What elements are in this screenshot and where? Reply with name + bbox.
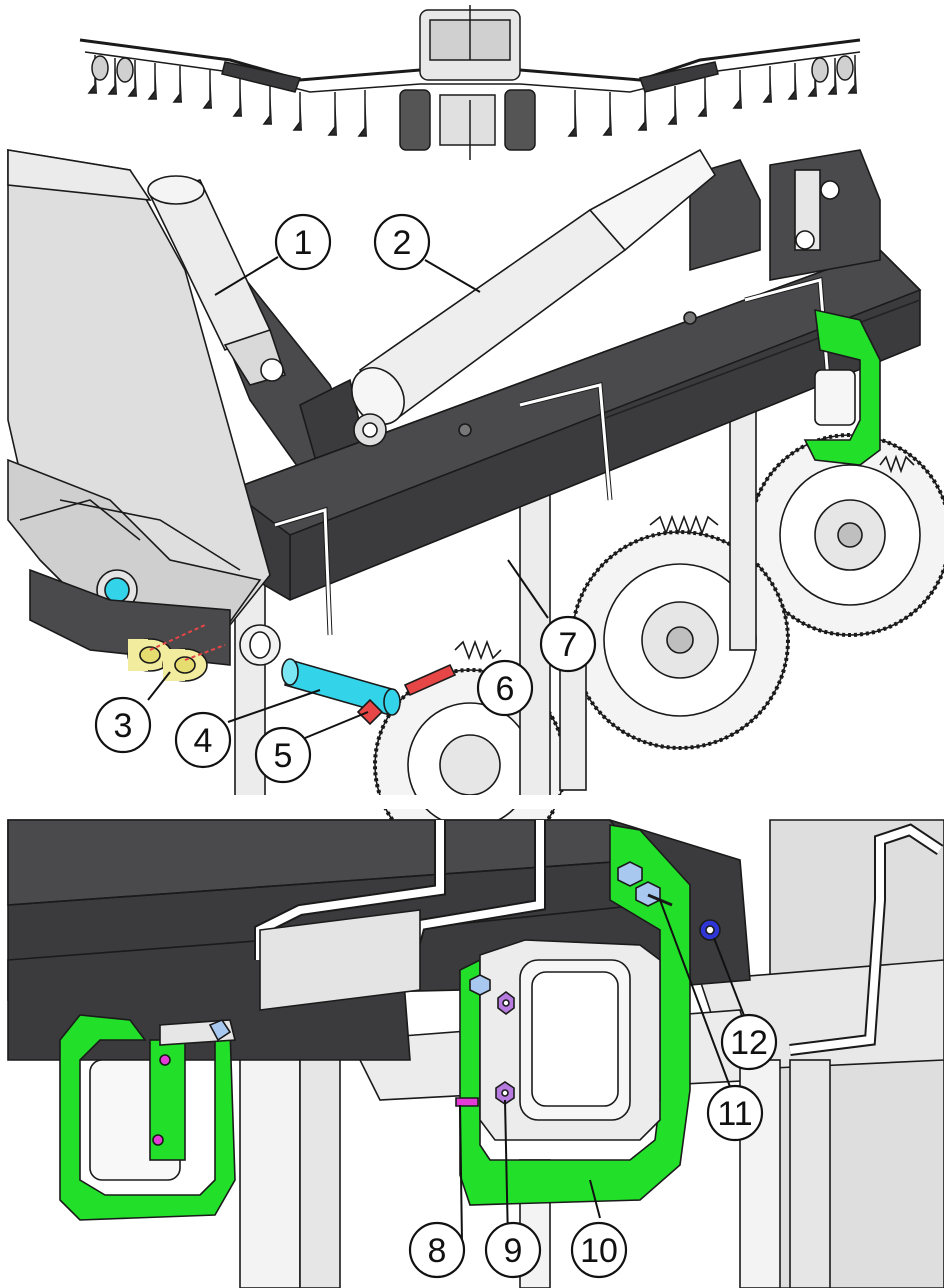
hitch-pin-cyan [281,658,401,717]
bolt-red [356,698,384,726]
callout-number: 7 [559,626,578,664]
washer-blue-12 [699,919,721,941]
mounting-bracket-green-small [803,308,881,466]
bushing-pair [127,638,208,682]
disc-coulter-right-rear [748,433,944,637]
callout-7: 7 [539,615,597,673]
callout-circle [373,213,431,271]
callout-9: 9 [484,1221,542,1279]
callout-circle [174,711,232,769]
callout-number: 3 [114,707,133,745]
callout-12: 12 [720,1013,778,1071]
callout-number: 9 [504,1232,523,1270]
nut-purple-lower [495,1081,515,1105]
callout-number: 2 [393,224,412,262]
callout-circle [94,696,152,754]
callout-number: 6 [496,670,515,708]
hydraulic-cylinder-1 [147,175,287,386]
callout-circle [570,1221,628,1279]
callout-4: 4 [174,711,232,769]
hitch-frame-left [7,149,281,666]
callout-number: 4 [194,722,213,760]
callout-1: 1 [274,213,332,271]
mounting-bracket-green-left [59,1014,237,1221]
bolt-magenta-8 [455,1097,479,1107]
nut-purple-upper [497,991,515,1015]
callout-number: 5 [274,737,293,775]
callout-number: 11 [717,1095,752,1133]
callout-number: 8 [428,1232,447,1270]
callout-8: 8 [408,1221,466,1279]
leader-lines [147,256,746,1243]
callout-3: 3 [94,696,152,754]
callout-circle [476,659,534,717]
callout-number: 1 [294,224,313,262]
callout-2: 2 [373,213,431,271]
bolt-hex-11b [635,881,661,907]
callout-circle [408,1221,466,1279]
beam-assembly-illustration [7,148,944,862]
cotter-bolt-red [403,663,457,697]
callout-5: 5 [254,726,312,784]
callout-circle [274,213,332,271]
callout-6: 6 [476,659,534,717]
callout-circle [720,1013,778,1071]
callout-number: 10 [580,1232,618,1270]
callout-circle [484,1221,542,1279]
overview-shanks-left [87,55,367,137]
callout-number: 12 [730,1024,768,1062]
overview-machine-illustration [79,5,861,160]
mounting-bracket-green-main [459,824,691,1206]
callout-circle [539,615,597,673]
hydraulic-cylinder-2 [351,148,717,447]
callout-11: 11 [706,1084,764,1142]
bracket-detail-illustration [7,819,944,1288]
bolt-hex-11a [617,861,643,887]
callout-circle [254,726,312,784]
callout-circle [706,1084,764,1142]
callout-10: 10 [570,1221,628,1279]
pin-bore-cyan [104,577,130,603]
